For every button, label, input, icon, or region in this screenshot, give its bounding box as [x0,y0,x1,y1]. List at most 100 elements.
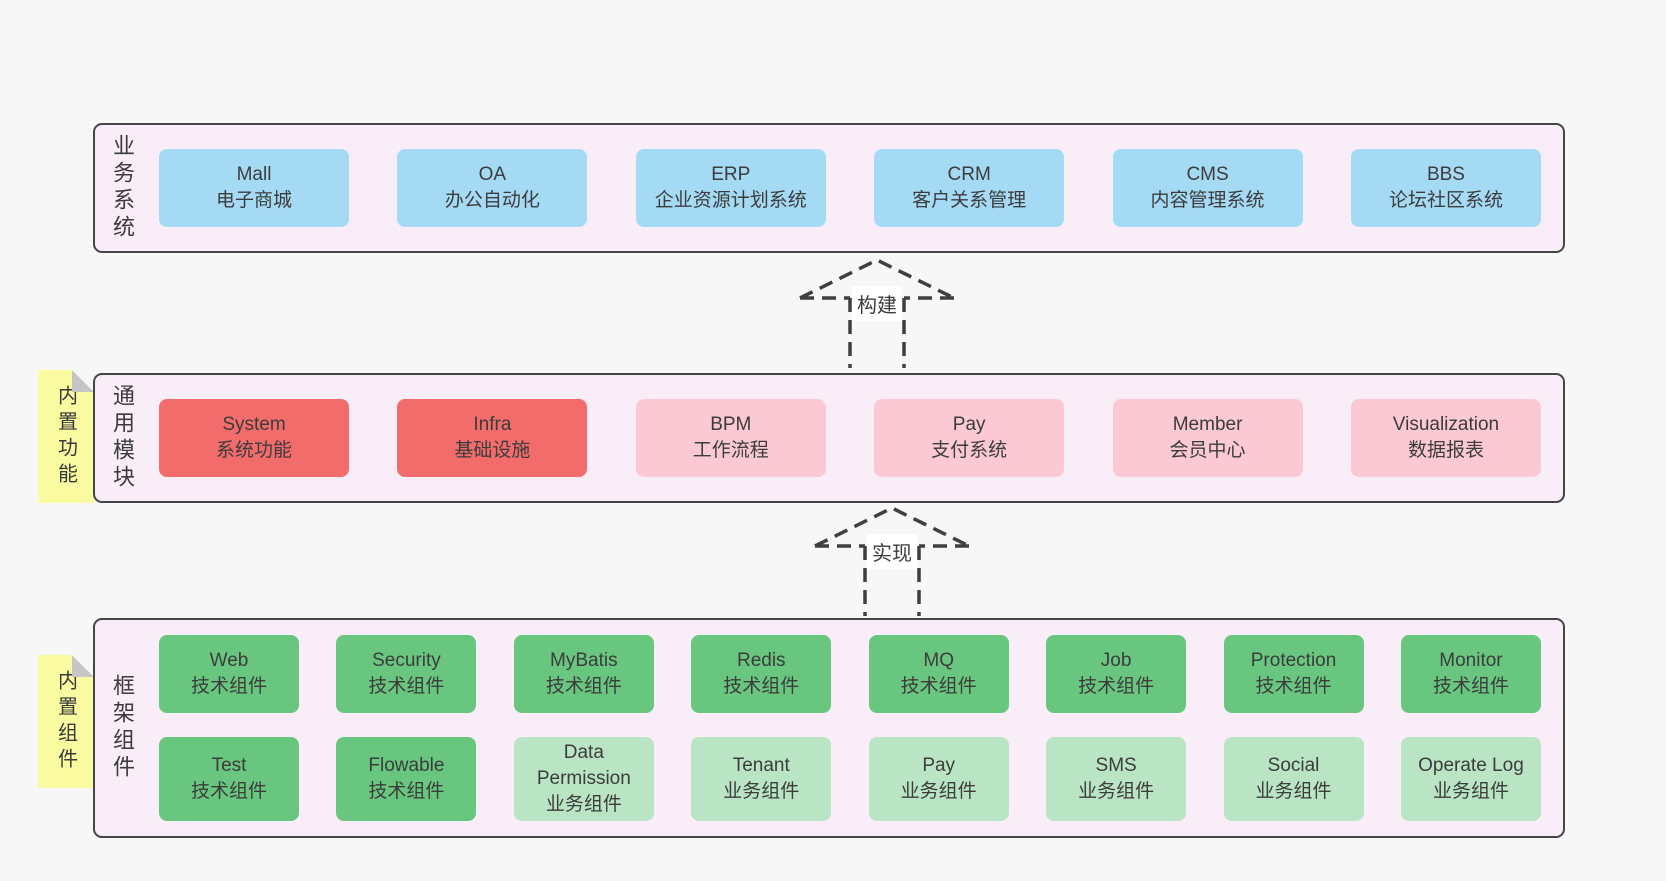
box-subtitle: 业务组件 [723,781,800,802]
box-name: ERP [711,164,751,185]
box-cms: CMS 内容管理系统 [1112,149,1303,227]
box-infra: Infra 基础设施 [397,399,588,477]
box-subtitle: 办公自动化 [444,190,540,211]
box-bbs: BBS 论坛社区系统 [1350,149,1541,227]
box-subtitle: 业务组件 [900,781,977,802]
box-crm: CRM 客户关系管理 [874,149,1065,227]
box-subtitle: 论坛社区系统 [1388,190,1503,211]
box-pay: Pay 支付系统 [874,399,1065,477]
box-subtitle: 支付系统 [931,440,1008,461]
box-subtitle: 业务组件 [1432,781,1509,802]
folded-corner-icon [72,655,94,677]
box-subtitle: 内容管理系统 [1150,190,1265,211]
box-name: Tenant [732,755,790,776]
box-name: Protection [1250,650,1337,671]
box-subtitle: 业务组件 [1078,781,1155,802]
box-name: SMS [1095,755,1137,776]
arrow-build: 构建 [792,256,962,370]
box-protection: Protection 技术组件 [1223,635,1364,713]
sticky-note-built-in-components: 内置组件 [38,655,94,788]
box-name: Security [372,650,441,671]
box-subtitle: 技术组件 [723,676,800,697]
box-name: Social [1267,755,1320,776]
layer-business-systems: 业务系统 Mall 电子商城 OA 办公自动化 ERP 企业资源计划系统 CRM 客户关系管理… [93,123,1565,253]
box-subtitle: 业务组件 [1255,781,1332,802]
box-job: Job 技术组件 [1046,635,1187,713]
box-flowable: Flowable 技术组件 [336,737,477,821]
sticky-note-label: 内置功能 [54,384,77,489]
layer-title: 业务系统 [110,134,135,242]
box-system: System 系统功能 [159,399,349,477]
box-mall: Mall 电子商城 [159,149,349,227]
box-monitor: Monitor 技术组件 [1400,635,1541,713]
box-name: Member [1172,414,1243,435]
box-subtitle: 数据报表 [1407,440,1484,461]
box-operate-log: Operate Log 业务组件 [1400,737,1541,821]
box-subtitle: 技术组件 [1078,676,1155,697]
box-visualization: Visualization 数据报表 [1350,399,1541,477]
layer-title: 通用模块 [110,384,135,492]
box-name: Monitor [1439,650,1503,671]
box-name: Test [211,755,247,776]
box-name: BBS [1426,164,1465,185]
box-name: Pay [952,414,986,435]
box-subtitle: 基础设施 [454,440,531,461]
box-subtitle: 技术组件 [368,781,445,802]
up-arrow-icon [814,506,970,616]
box-subtitle: 技术组件 [190,676,267,697]
box-name: Data Permission [536,742,631,789]
up-arrow-icon [799,258,955,368]
box-bpm: BPM 工作流程 [635,399,826,477]
box-name: MyBatis [550,650,618,671]
box-sms: SMS 业务组件 [1046,737,1187,821]
box-subtitle: 技术组件 [1432,676,1509,697]
box-name: Flowable [368,755,445,776]
box-name: Infra [473,414,512,435]
box-security: Security 技术组件 [336,635,477,713]
box-name: CMS [1186,164,1229,185]
box-name: System [222,414,286,435]
box-subtitle: 技术组件 [1255,676,1332,697]
box-member: Member 会员中心 [1112,399,1303,477]
box-name: CRM [947,164,991,185]
box-name: BPM [710,414,752,435]
box-subtitle: 技术组件 [368,676,445,697]
box-name: Pay [922,755,956,776]
arrow-label: 实现 [867,534,917,569]
box-subtitle: 电子商城 [215,190,292,211]
sticky-note-label: 内置组件 [54,669,77,774]
layer-common-modules: 通用模块 System 系统功能 Infra 基础设施 BPM 工作流程 Pay 支付系统 Me… [93,373,1565,503]
box-oa: OA 办公自动化 [397,149,588,227]
box-name: OA [478,164,507,185]
box-mybatis: MyBatis 技术组件 [513,635,654,713]
box-subtitle: 系统功能 [215,440,292,461]
box-redis: Redis 技术组件 [691,635,832,713]
box-subtitle: 技术组件 [545,676,622,697]
arrow-implement: 实现 [807,504,977,618]
box-name: Redis [736,650,786,671]
box-name: Job [1100,650,1132,671]
box-subtitle: 客户关系管理 [912,190,1027,211]
box-name: Visualization [1392,414,1500,435]
box-name: MQ [923,650,954,671]
box-row: Mall 电子商城 OA 办公自动化 ERP 企业资源计划系统 CRM 客户关系管理 CMS 内容… [149,149,1551,227]
box-subtitle: 工作流程 [692,440,769,461]
box-subtitle: 会员中心 [1169,440,1246,461]
box-subtitle: 企业资源计划系统 [654,190,807,211]
box-social: Social 业务组件 [1223,737,1364,821]
layer-title: 框架组件 [110,674,135,782]
layer-boxes: Mall 电子商城 OA 办公自动化 ERP 企业资源计划系统 CRM 客户关系管理 CMS 内容… [149,125,1563,251]
box-name: Operate Log [1418,755,1524,776]
box-name: Mall [236,164,272,185]
box-tenant: Tenant 业务组件 [691,737,832,821]
box-row: System 系统功能 Infra 基础设施 BPM 工作流程 Pay 支付系统 Member 会… [149,399,1551,477]
